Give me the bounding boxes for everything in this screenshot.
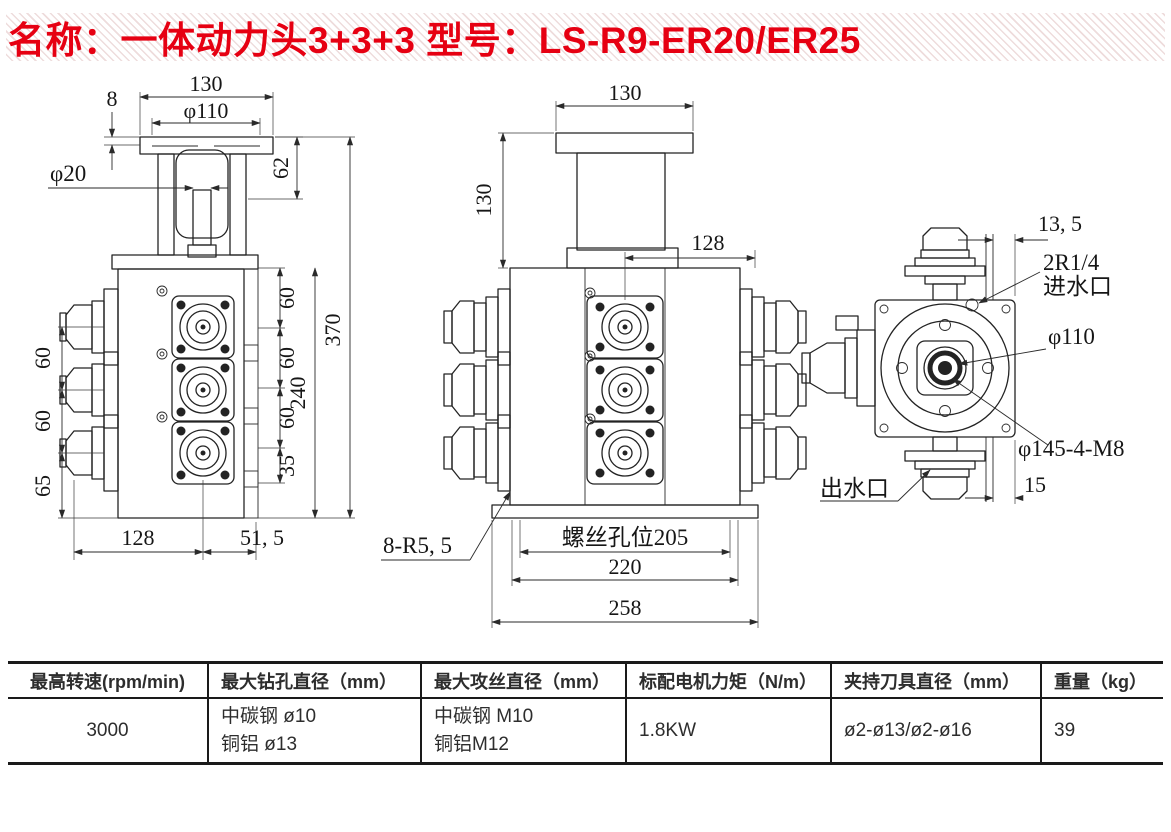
label-8-r5-5: 8-R5, 5	[383, 533, 452, 558]
spec-table-header-row: 最高转速(rpm/min) 最大钻孔直径（mm） 最大攻丝直径（mm） 标配电机…	[8, 664, 1163, 699]
header-max-tap-diameter: 最大攻丝直径（mm）	[420, 664, 625, 697]
header-clamp-diameter: 夹持刀具直径（mm）	[830, 664, 1040, 697]
header-motor-torque: 标配电机力矩（N/m）	[625, 664, 830, 697]
header-weight: 重量（kg）	[1040, 664, 1163, 697]
technical-drawing: 130 φ110 8 φ20 62 60 60 65	[30, 71, 1125, 628]
dim-side-128: 128	[692, 230, 725, 255]
dim-end-13-5: 13, 5	[1038, 211, 1082, 236]
label-inlet-size: 2R1/4	[1043, 250, 1100, 275]
tap-copper-alu: 铜铝M12	[434, 733, 509, 755]
dim-front-d110: φ110	[184, 98, 229, 123]
front-view-drawing: 130 φ110 8 φ20 62 60 60 65	[30, 71, 355, 560]
side-view-collets	[443, 288, 807, 492]
dim-front-60-left-a: 60	[30, 347, 55, 369]
value-motor-torque: 1.8KW	[625, 699, 830, 762]
dim-side-258: 258	[609, 595, 642, 620]
dim-front-8: 8	[107, 86, 118, 111]
header-max-drill-diameter: 最大钻孔直径（mm）	[207, 664, 420, 697]
drill-steel: 中碳钢 ø10	[221, 705, 317, 727]
dim-front-130-top: 130	[190, 71, 223, 96]
label-outlet: 出水口	[820, 476, 889, 501]
dim-end-d110: φ110	[1048, 324, 1095, 349]
spec-table: 最高转速(rpm/min) 最大钻孔直径（mm） 最大攻丝直径（mm） 标配电机…	[8, 661, 1163, 765]
dim-front-65: 65	[30, 475, 55, 497]
dim-front-51-5: 51, 5	[240, 525, 284, 550]
dim-front-60-left-b: 60	[30, 410, 55, 432]
value-clamp-diameter: ø2-ø13/ø2-ø16	[830, 699, 1040, 762]
dim-front-128: 128	[122, 525, 155, 550]
end-view-drawing: 13, 5 2R1/4 进水口 φ110 φ145-4-M8 出水口 15	[801, 211, 1125, 504]
label-inlet: 进水口	[1043, 274, 1112, 299]
page-title: 名称：一体动力头3+3+3 型号：LS-R9-ER20/ER25	[8, 20, 861, 61]
value-max-drill-diameter: 中碳钢 ø10 铜铝 ø13	[207, 699, 420, 762]
dim-side-220: 220	[609, 554, 642, 579]
dim-front-370: 370	[320, 314, 345, 347]
value-weight: 39	[1040, 699, 1163, 762]
dim-screw-hole-205: 螺丝孔位205	[562, 525, 689, 550]
dim-end-15: 15	[1024, 472, 1046, 497]
dim-side-130-top: 130	[609, 80, 642, 105]
tap-steel: 中碳钢 M10	[434, 705, 534, 727]
dim-end-d145: φ145-4-M8	[1018, 436, 1125, 461]
dim-front-d20: φ20	[50, 161, 86, 186]
value-max-tap-diameter: 中碳钢 M10 铜铝M12	[420, 699, 625, 762]
dim-front-60-right-a: 60	[274, 287, 299, 309]
spec-table-value-row: 3000 中碳钢 ø10 铜铝 ø13 中碳钢 M10 铜铝M12 1.8KW …	[8, 699, 1163, 762]
dim-front-60-right-c: 60	[274, 407, 299, 429]
dim-side-130-left: 130	[471, 184, 496, 217]
dim-front-240: 240	[285, 377, 310, 410]
title-band: 名称：一体动力头3+3+3 型号：LS-R9-ER20/ER25	[6, 13, 1165, 61]
drill-copper-alu: 铜铝 ø13	[221, 733, 298, 755]
dim-front-62: 62	[268, 157, 293, 179]
value-max-speed: 3000	[86, 719, 129, 741]
dim-front-35: 35	[274, 455, 299, 477]
dim-front-60-right-b: 60	[274, 347, 299, 369]
side-view-drawing: 130 130 128 8-R5, 5 螺丝孔位205 220 258	[381, 80, 807, 628]
header-max-speed: 最高转速(rpm/min)	[30, 671, 185, 692]
